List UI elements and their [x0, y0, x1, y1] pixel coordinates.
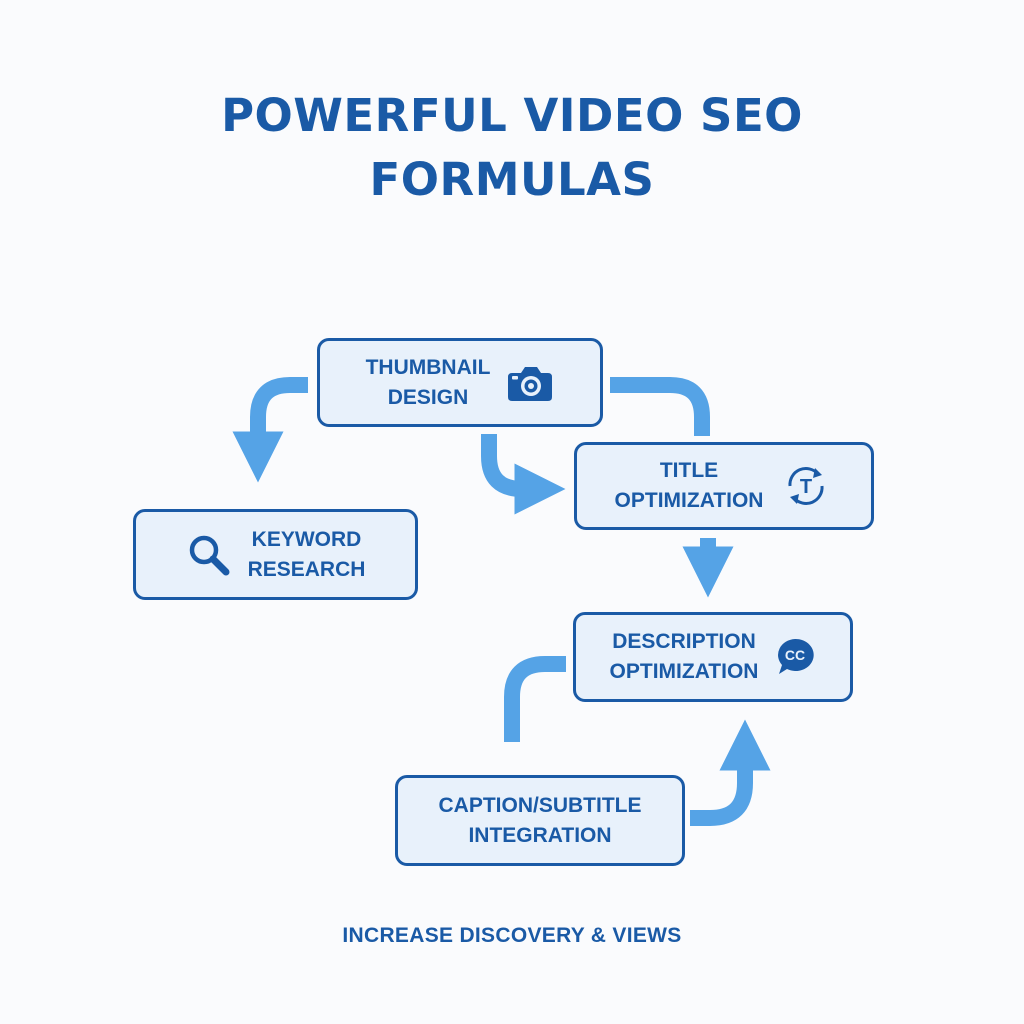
arrow-description-to-caption-connector — [504, 656, 566, 742]
title-line-1: POWERFUL VIDEO SEO — [221, 89, 803, 142]
step-thumbnail-label: THUMBNAIL DESIGN — [366, 353, 491, 413]
cc-icon-text: CC — [785, 647, 805, 663]
arrow-thumbnail-to-keyword — [232, 377, 308, 483]
step-keyword-label: KEYWORD RESEARCH — [248, 525, 366, 585]
thumbnail-label-line-1: THUMBNAIL — [365, 355, 491, 379]
title-label-line-1: TITLE — [659, 459, 719, 482]
title-icon-letter: T — [800, 476, 812, 498]
title-refresh-icon: T — [779, 461, 833, 511]
step-keyword-research: KEYWORD RESEARCH — [133, 509, 418, 600]
arrow-caption-to-description — [690, 719, 771, 826]
caption-label-line-2: INTEGRATION — [468, 823, 612, 847]
caption-label-line-1: CAPTION/SUBTITLE — [438, 793, 642, 817]
step-thumbnail-design: THUMBNAIL DESIGN — [317, 338, 603, 427]
step-title-label: TITLE OPTIMIZATION — [615, 456, 764, 516]
title-label-line-2: OPTIMIZATION — [614, 489, 764, 512]
footer-tagline: INCREASE DISCOVERY & VIEWS — [342, 924, 682, 947]
closed-caption-icon: CC — [774, 636, 816, 678]
step-caption-label: CAPTION/SUBTITLE INTEGRATION — [439, 791, 642, 851]
step-description-label: DESCRIPTION OPTIMIZATION — [610, 627, 759, 687]
step-title-optimization: TITLE OPTIMIZATION T — [574, 442, 874, 530]
keyword-label-line-1: KEYWORD — [251, 527, 362, 551]
keyword-label-line-2: RESEARCH — [247, 557, 366, 581]
camera-icon — [506, 363, 554, 403]
title-line-2: FORMULAS — [369, 153, 655, 206]
description-label-line-1: DESCRIPTION — [612, 630, 756, 653]
step-caption-subtitle-integration: CAPTION/SUBTITLE INTEGRATION — [395, 775, 685, 866]
thumbnail-label-line-2: DESIGN — [387, 385, 469, 409]
arrow-thumbnail-to-title — [481, 434, 566, 515]
arrow-thumbnail-to-title-connector — [610, 377, 710, 436]
step-description-optimization: DESCRIPTION OPTIMIZATION CC — [573, 612, 853, 702]
search-icon — [186, 532, 232, 578]
diagram-title: POWERFUL VIDEO SEO FORMULAS — [0, 84, 1024, 212]
description-label-line-2: OPTIMIZATION — [609, 660, 759, 683]
